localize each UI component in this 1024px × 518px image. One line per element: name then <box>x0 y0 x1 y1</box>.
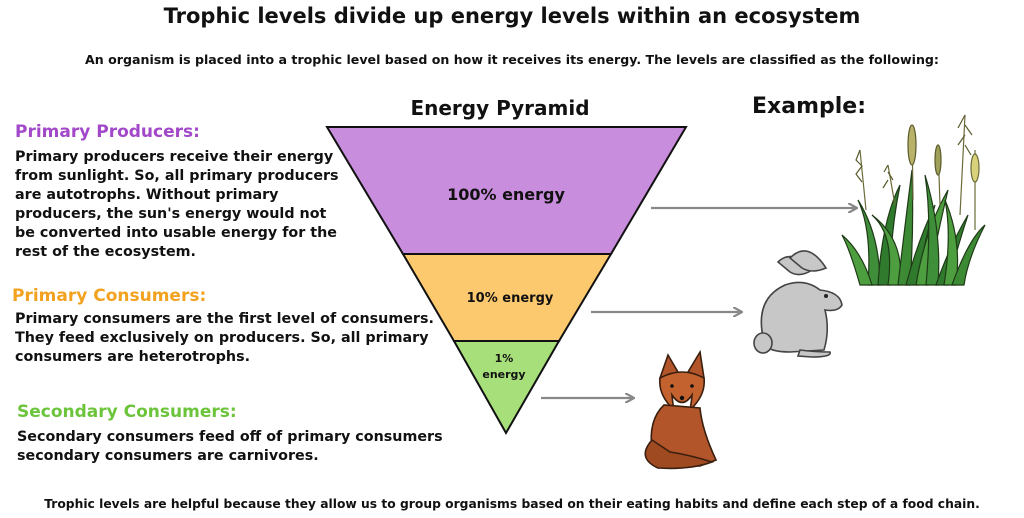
footer-text: Trophic levels are helpful because they … <box>44 497 980 511</box>
intro-text: An organism is placed into a trophic lev… <box>85 52 939 67</box>
energy-pyramid: 100% energy 10% energy 1% energy <box>325 126 688 436</box>
secondary-consumers-heading: Secondary Consumers: <box>17 402 237 422</box>
example-title: Example: <box>752 94 866 119</box>
primary-producers-description: Primary producers receive their energy f… <box>15 149 339 260</box>
level-2-label: 10% energy <box>467 291 554 306</box>
primary-producers-heading: Primary Producers: <box>15 122 200 142</box>
arrows <box>541 208 856 398</box>
level-3-label-line1: 1% <box>495 352 514 365</box>
pyramid-level-secondary-consumers <box>452 340 561 436</box>
level-3-label-line2: energy <box>482 368 525 381</box>
secondary-consumers-description: Secondary consumers feed off of primary … <box>17 429 443 464</box>
primary-consumers-description: Primary consumers are the first level of… <box>15 311 434 365</box>
page-title: Trophic levels divide up energy levels w… <box>163 4 861 28</box>
primary-consumers-heading: Primary Consumers: <box>12 286 207 306</box>
rabbit-icon <box>753 250 843 358</box>
level-1-label: 100% energy <box>447 185 565 204</box>
pyramid-title: Energy Pyramid <box>410 96 590 120</box>
fox-icon <box>644 349 718 470</box>
grass-icon <box>841 114 986 286</box>
